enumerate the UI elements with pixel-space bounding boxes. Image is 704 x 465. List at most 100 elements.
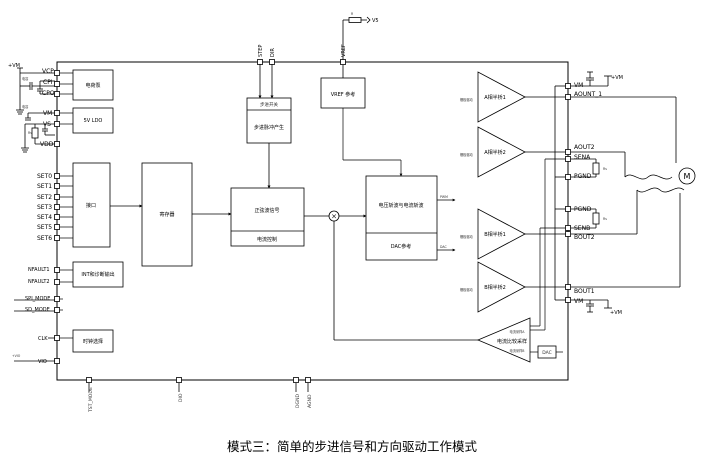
aout1-pin: AOUNT_1 xyxy=(574,91,602,98)
bottom-pin-pads xyxy=(86,377,311,383)
set3-pin: SET3 xyxy=(37,204,52,211)
pgnd-b-pin: PGND xyxy=(574,206,592,213)
step-pin: STEP xyxy=(258,45,264,57)
charge-pump-block: 电荷泵 xyxy=(72,69,114,101)
vref-supply xyxy=(342,16,371,62)
rsense-a-label: Rs xyxy=(603,167,607,171)
svg-text:电压斩波与电流斩波: 电压斩波与电流斩波 xyxy=(378,202,423,209)
svg-text:A相半桥1: A相半桥1 xyxy=(484,94,506,101)
vref-block: VREF 参考 xyxy=(320,77,366,109)
gate-driver-labels: 栅极驱动 栅极驱动 栅极驱动 栅极驱动 xyxy=(460,97,473,292)
sena-pin: SENA xyxy=(574,154,591,161)
nfault2-pin: NFAULT2 xyxy=(28,279,50,285)
set1-pin: SET1 xyxy=(37,183,52,190)
svg-text:栅极驱动: 栅极驱动 xyxy=(460,152,473,157)
svg-text:B相半桥2: B相半桥2 xyxy=(484,284,506,291)
pwm-label: PWM xyxy=(440,195,448,199)
bridge-a1: A相半桥1 xyxy=(477,71,526,123)
cap-label-1: 电容 xyxy=(22,76,29,81)
svg-text:时钟选择: 时钟选择 xyxy=(83,338,103,345)
dir-pin: DIR xyxy=(270,48,276,57)
vm-pin-right-top: VM xyxy=(574,82,583,89)
aout2-pin: AOUT2 xyxy=(574,144,595,151)
svg-text:VREF 参考: VREF 参考 xyxy=(331,91,356,98)
bridge-output-wiring xyxy=(525,85,568,301)
bridge-b1: B相半桥1 xyxy=(477,208,526,260)
left-pin-labels: VCP CPI CPO VM VS VDD SET0 SET1 SET2 SET… xyxy=(25,68,55,365)
motor: M xyxy=(678,167,696,185)
svg-text:电流控制: 电流控制 xyxy=(257,236,277,243)
left-internal-wiring xyxy=(60,72,73,339)
set0-pin: SET0 xyxy=(37,173,52,180)
register-block: 寄存器 xyxy=(141,162,193,267)
svg-text:寄存器: 寄存器 xyxy=(159,211,174,218)
step-dir-lines xyxy=(258,64,274,189)
svg-text:步进脉冲产生: 步进脉冲产生 xyxy=(254,124,284,131)
right-external-network xyxy=(571,71,685,313)
vm-pin-right-bottom: VM xyxy=(574,298,583,305)
v5-label: V5 xyxy=(372,18,379,24)
senb-pin: SENB xyxy=(574,225,590,232)
chip-outline xyxy=(56,61,569,381)
bridge-b2: B相半桥2 xyxy=(477,261,526,313)
svg-text:栅极驱动: 栅极驱动 xyxy=(460,287,473,292)
bout2-pin: BOUT2 xyxy=(574,234,595,241)
current-compare: 电流采样A 电流比较采样 电流采样B xyxy=(476,317,531,363)
svg-text:栅极驱动: 栅极驱动 xyxy=(460,97,473,102)
sd-mode-pin: SD_MODE xyxy=(25,307,50,313)
ldo-block: 5V LDO xyxy=(72,107,114,134)
tst-mode-pin: TST_MODE xyxy=(88,387,94,413)
clk-pin: CLK xyxy=(38,336,48,342)
svg-text:电荷泵: 电荷泵 xyxy=(85,82,100,89)
clock-select-block: 时钟选择 xyxy=(72,329,114,353)
int-fault-block: INT和诊断输出 xyxy=(72,261,124,288)
vref-pin: VREF xyxy=(341,44,347,57)
set6-pin: SET6 xyxy=(37,235,52,242)
set5-pin: SET5 xyxy=(37,224,52,231)
vio-pin: VIO xyxy=(38,359,47,365)
sine-current-block: 正弦波信号 电流控制 xyxy=(230,187,305,247)
svg-text:正弦波信号: 正弦波信号 xyxy=(254,207,279,214)
cpi-pin: CPI xyxy=(43,79,53,86)
svg-text:电流采样B: 电流采样B xyxy=(510,348,525,353)
vm-right-bottom-supply-label: +VM xyxy=(610,310,622,316)
svg-text:电流比较采样: 电流比较采样 xyxy=(497,338,527,345)
dac-out-label: DAC xyxy=(440,245,448,249)
bridge-a2: A相半桥2 xyxy=(477,126,526,178)
svg-text:5V LDO: 5V LDO xyxy=(84,118,103,124)
diagram-caption: 模式三：简单的步进信号和方向驱动工作模式 xyxy=(227,439,478,454)
right-pin-labels: VM AOUNT_1 AOUT2 SENA PGND PGND SENB BOU… xyxy=(574,82,602,305)
pgnd-a-pin: PGND xyxy=(574,173,592,180)
svg-text:A相半桥2: A相半桥2 xyxy=(484,149,506,156)
left-external-lines xyxy=(14,299,55,362)
cpo-pin: CPO xyxy=(42,90,55,97)
vs-pin: VS xyxy=(43,121,51,128)
dgnd-pin: DGND xyxy=(295,393,301,408)
svg-text:DAC: DAC xyxy=(542,350,552,356)
dac-small-block: DAC xyxy=(537,345,557,359)
svg-text:栅极驱动: 栅极驱动 xyxy=(460,234,473,239)
svg-text:接口: 接口 xyxy=(86,202,96,209)
sense-wiring xyxy=(530,159,546,331)
vref-resistor-label: R xyxy=(351,12,354,16)
vm-right-top-supply-label: +VM xyxy=(611,75,623,81)
left-pin-pads xyxy=(54,70,60,364)
res-label-left: Rs xyxy=(28,131,32,135)
set4-pin: SET4 xyxy=(37,214,52,221)
svg-text:×: × xyxy=(331,213,337,221)
svg-text:电流采样A: 电流采样A xyxy=(510,329,526,334)
vio-supply-label: +VIO xyxy=(12,354,21,358)
conv-outputs xyxy=(437,198,456,252)
vm-left-supply-label: +VM xyxy=(8,63,20,69)
feedback-loop xyxy=(333,221,478,341)
svg-text:INT和诊断输出: INT和诊断输出 xyxy=(81,271,114,278)
nfault1-pin: NFAULT1 xyxy=(28,267,50,273)
step-logic-block: 步进开关 步进脉冲产生 xyxy=(246,97,292,144)
vdd-pin: VDD xyxy=(40,141,54,148)
summing-node: × xyxy=(328,210,340,222)
rsense-b-label: Rs xyxy=(603,217,607,221)
left-supply-network xyxy=(16,67,55,153)
dio-pin: DIO xyxy=(178,393,184,402)
top-pin-pads xyxy=(257,59,346,65)
